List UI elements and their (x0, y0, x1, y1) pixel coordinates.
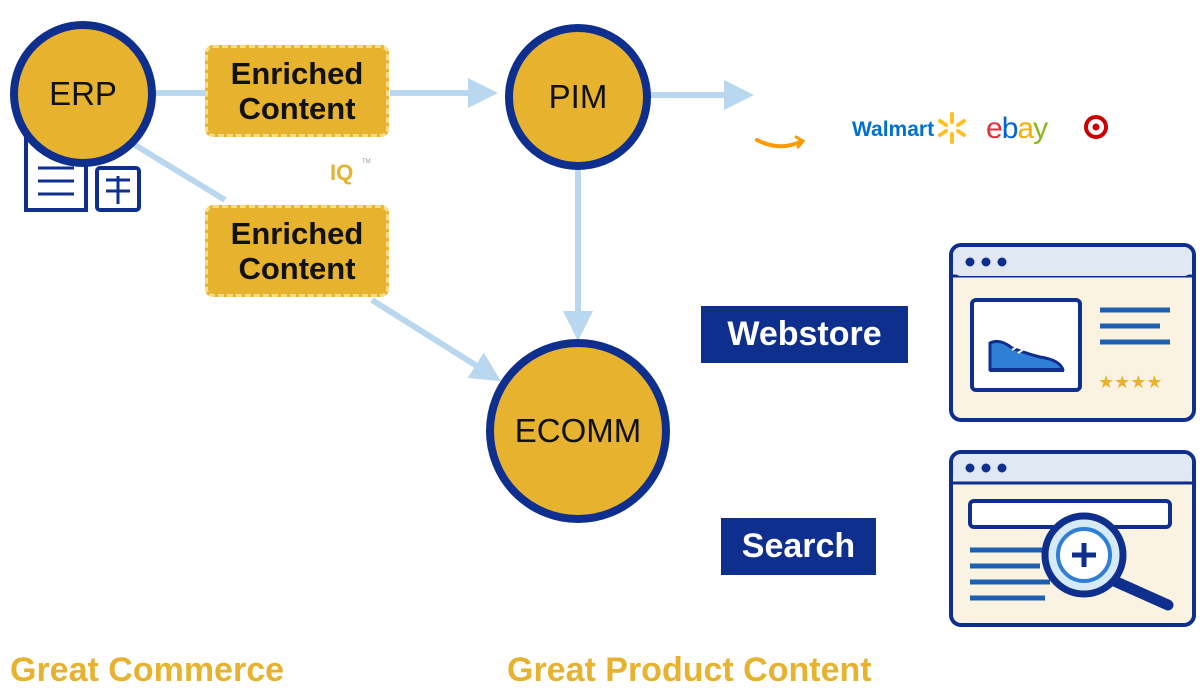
enriched-bottom-line2: Content (238, 251, 356, 286)
ebay-logo: ebay (986, 112, 1048, 145)
walmart-logo-text: Walmart (852, 118, 934, 141)
product-image-frame (970, 298, 1082, 392)
iq-trademark: TM (362, 159, 371, 165)
ecomm-label: ECOMM (514, 412, 642, 449)
enriched-content-top-box: Enriched Content (205, 45, 389, 137)
search-tag: Search (721, 518, 876, 575)
search-label: Search (741, 527, 856, 565)
enriched-bottom-line1: Enriched (230, 216, 364, 251)
walmart-spark-icon (938, 112, 966, 144)
magnifier-plus-icon (1041, 512, 1174, 611)
ebay-letter: y (1033, 112, 1048, 145)
enriched-content-bottom-box: Enriched Content (205, 205, 389, 297)
pim-node: PIM (505, 24, 651, 170)
rating-stars-icon: ★★★★ (1098, 372, 1163, 393)
connectors (133, 78, 754, 382)
amazon-smile-icon (755, 135, 806, 149)
spreadsheet-icon (95, 166, 141, 212)
webstore-label: Webstore (727, 315, 882, 353)
ecomm-node: ECOMM (486, 339, 670, 523)
erp-label: ERP (49, 75, 117, 112)
svg-text:★★★★: ★★★★ (1098, 372, 1163, 393)
search-browser-illustration (949, 450, 1196, 627)
ebay-letter: e (986, 112, 1002, 145)
enriched-top-line1: Enriched (230, 56, 364, 91)
ebay-letter: b (1002, 112, 1018, 145)
sneaker-icon (988, 339, 1065, 372)
erp-to-enriched-bottom-line (133, 142, 227, 203)
footer-left-caption: Great Commerce (10, 651, 285, 689)
target-icon (1084, 115, 1108, 139)
webstore-browser-illustration: ★★★★ (949, 243, 1196, 422)
iq-mark: IQ (330, 160, 353, 185)
pim-label: PIM (548, 78, 608, 115)
erp-node: ERP (10, 21, 156, 167)
ebay-letter: a (1017, 112, 1034, 145)
webstore-tag: Webstore (701, 306, 908, 363)
enriched-top-line2: Content (238, 91, 356, 126)
footer-right-caption: Great Product Content (507, 651, 872, 689)
enriched-bottom-to-ecomm-arrow (370, 297, 502, 382)
